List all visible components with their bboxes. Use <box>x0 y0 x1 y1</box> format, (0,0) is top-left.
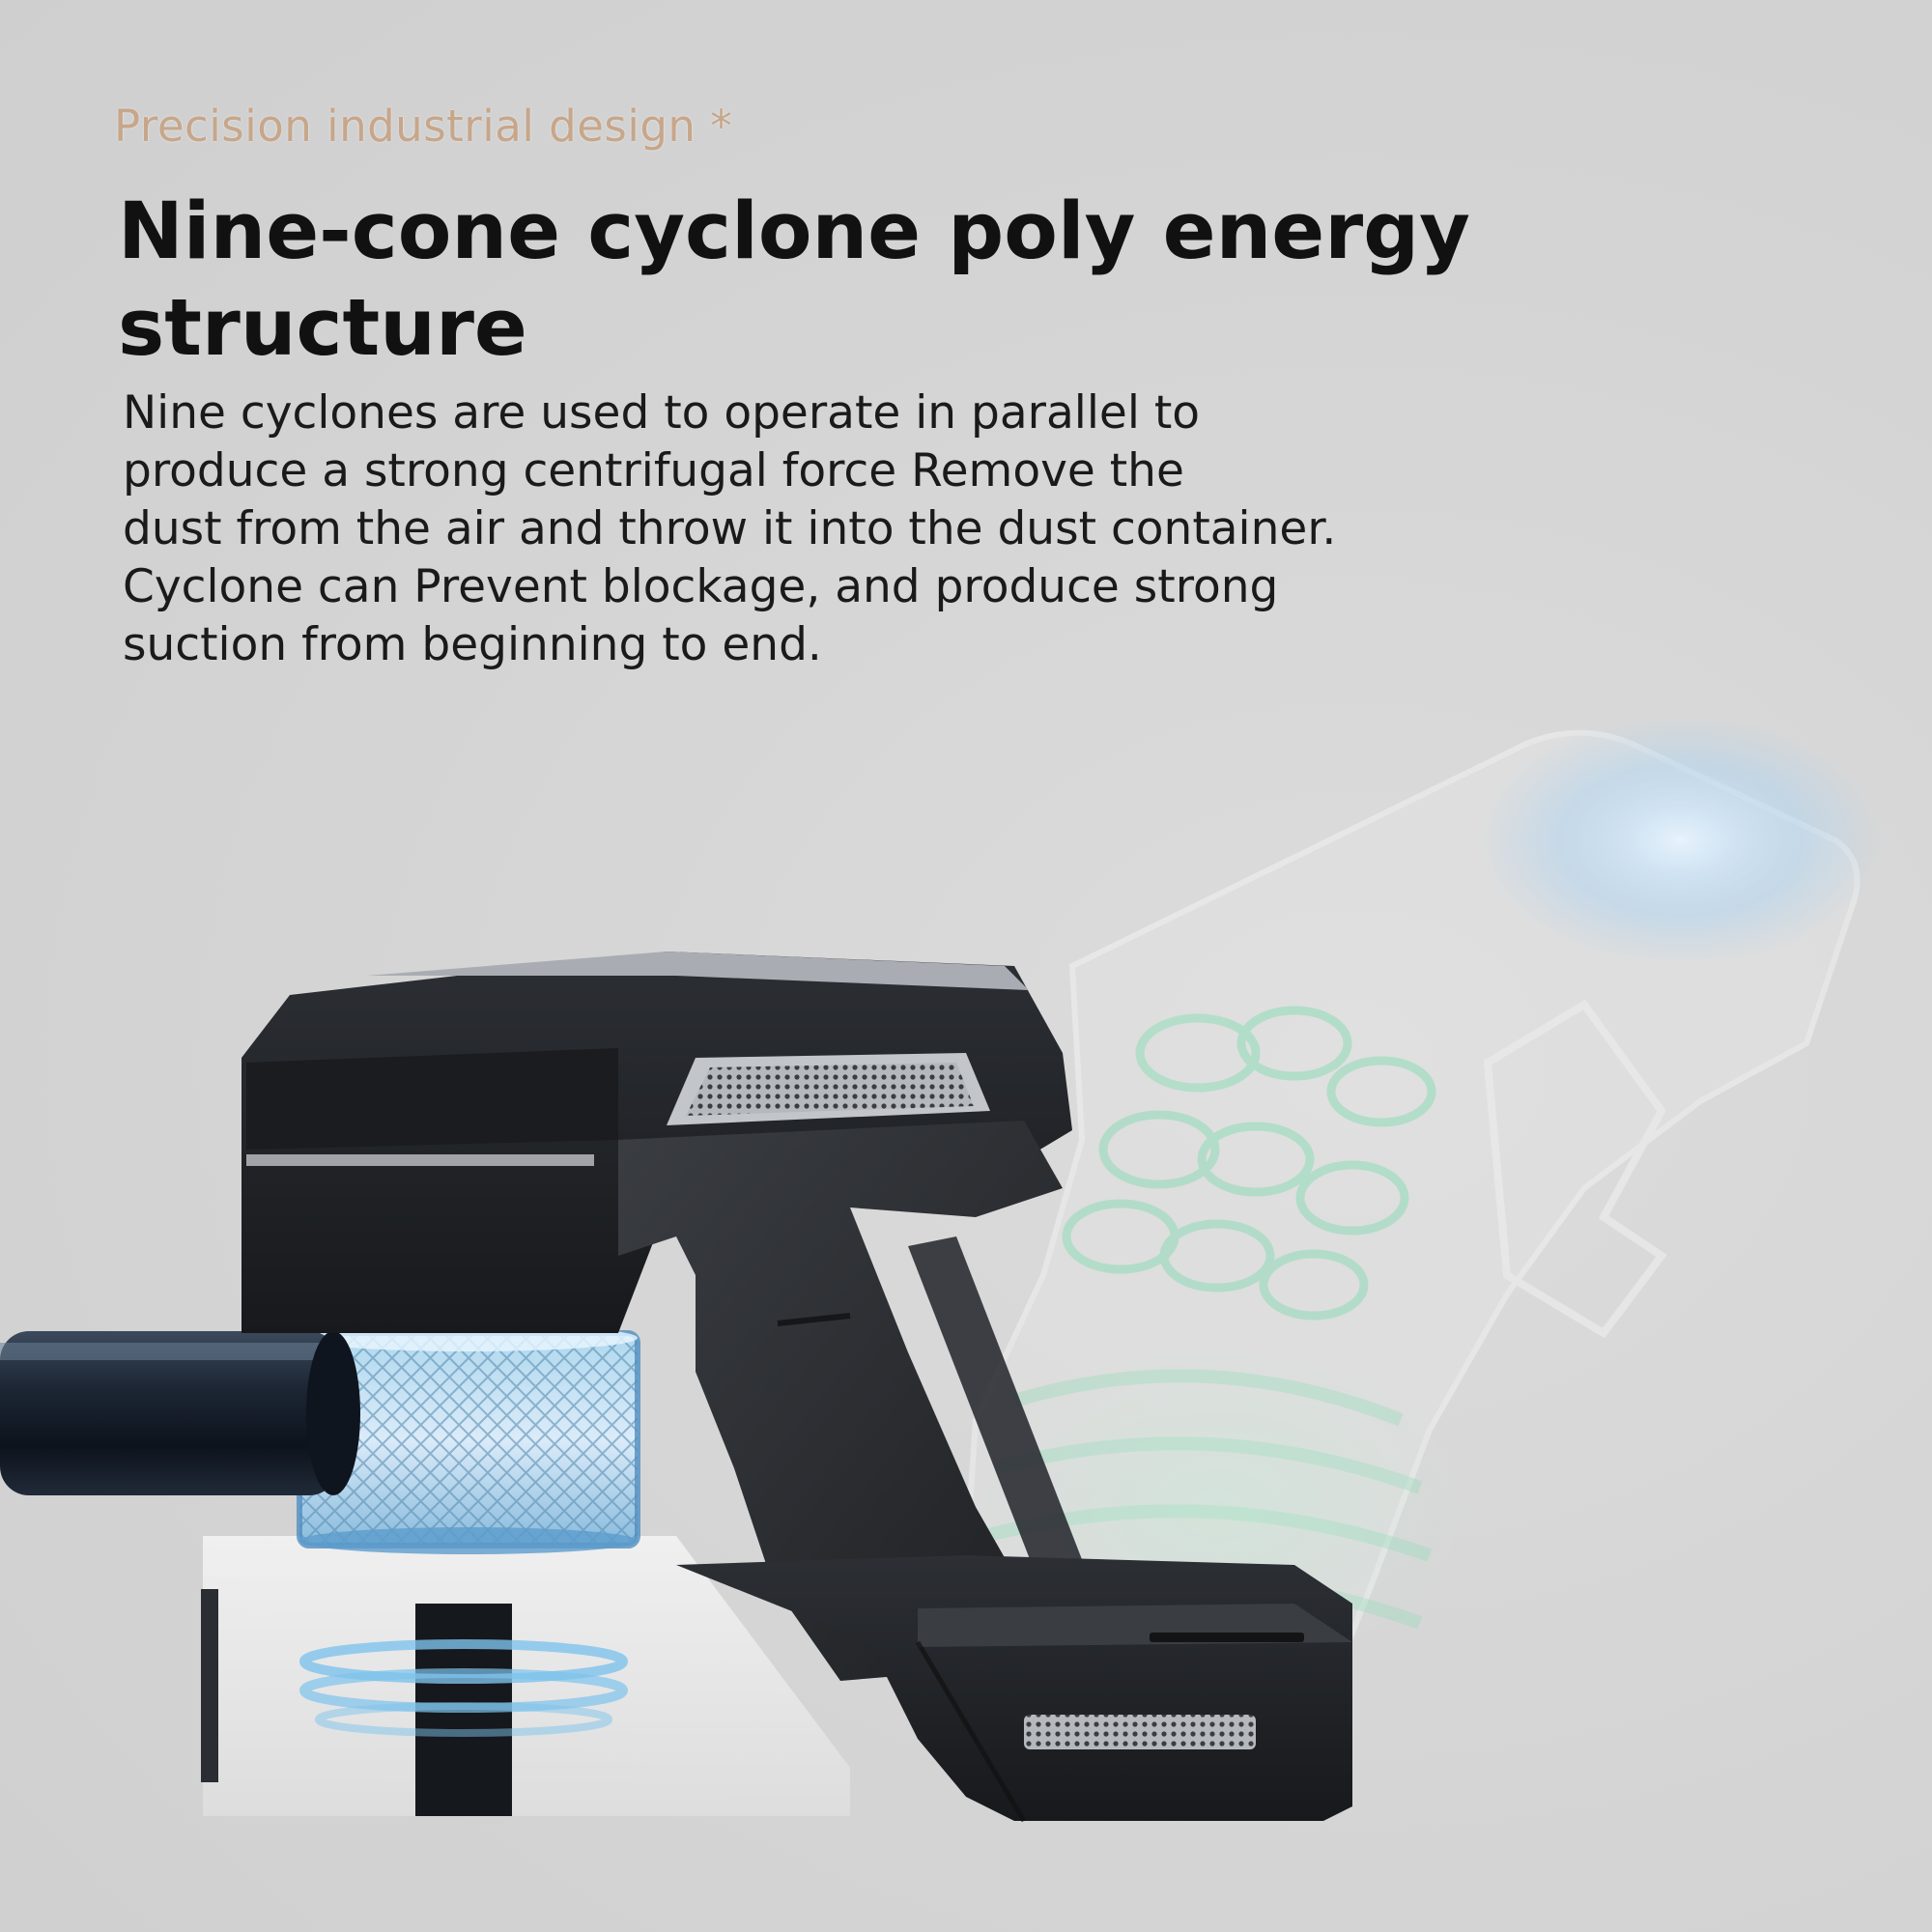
eyebrow-text: Precision industrial design * <box>114 100 733 152</box>
body-line: suction from beginning to end. <box>123 618 822 671</box>
dust-cup <box>201 1536 850 1816</box>
handle <box>618 1121 1092 1681</box>
headline: Nine-cone cyclone poly energy structure <box>118 186 1470 374</box>
body-copy: Nine cyclones are used to operate in par… <box>123 384 1494 674</box>
airflow-glow-blue <box>1478 715 1884 966</box>
body-line: produce a strong centrifugal force Remov… <box>123 444 1184 497</box>
body-line: Nine cyclones are used to operate in par… <box>123 386 1201 440</box>
body-line: dust from the air and throw it into the … <box>123 502 1337 555</box>
top-vent-grill <box>667 1053 990 1125</box>
suction-tube <box>0 1331 360 1495</box>
vacuum-cleaner-illustration <box>0 715 1884 1823</box>
cyclone-mesh-section <box>297 1324 640 1554</box>
cyclone-swirls <box>1062 1006 1436 1321</box>
battery-pack <box>676 1555 1352 1823</box>
body-line: Cyclone can Prevent blockage, and produc… <box>123 560 1279 613</box>
